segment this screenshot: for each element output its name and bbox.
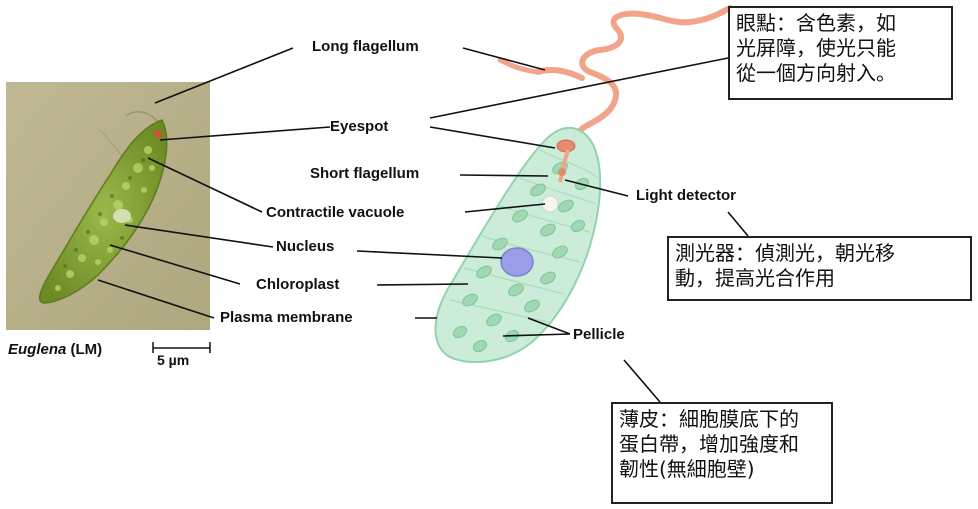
label-long-flagellum: Long flagellum	[312, 38, 419, 56]
label-plasma-membrane: Plasma membrane	[220, 309, 353, 327]
label-nucleus: Nucleus	[276, 238, 334, 256]
label-short-flagellum: Short flagellum	[310, 165, 419, 183]
label-chloroplast: Chloroplast	[256, 276, 339, 294]
scale-bar-label: 5 µm	[157, 352, 189, 368]
eyespot-note-box: 眼點：含色素，如 光屏障，使光只能 從一個方向射入。	[728, 6, 953, 100]
label-contractile-vacuole: Contractile vacuole	[266, 204, 404, 222]
label-light-detector: Light detector	[636, 187, 736, 205]
light-detector-note-box: 測光器：偵測光，朝光移 動，提高光合作用	[667, 236, 972, 301]
caption-species: Euglena	[8, 341, 66, 358]
light-detector-shape	[558, 168, 566, 176]
label-pellicle: Pellicle	[573, 326, 625, 344]
label-eyespot: Eyespot	[330, 118, 388, 136]
micrograph-caption: Euglena (LM)	[8, 341, 102, 358]
nucleus-shape	[501, 248, 533, 276]
caption-method: (LM)	[66, 341, 102, 358]
euglena-micrograph	[6, 82, 210, 330]
pellicle-note-box: 薄皮：細胞膜底下的 蛋白帶，增加強度和 韌性(無細胞壁)	[611, 402, 833, 504]
